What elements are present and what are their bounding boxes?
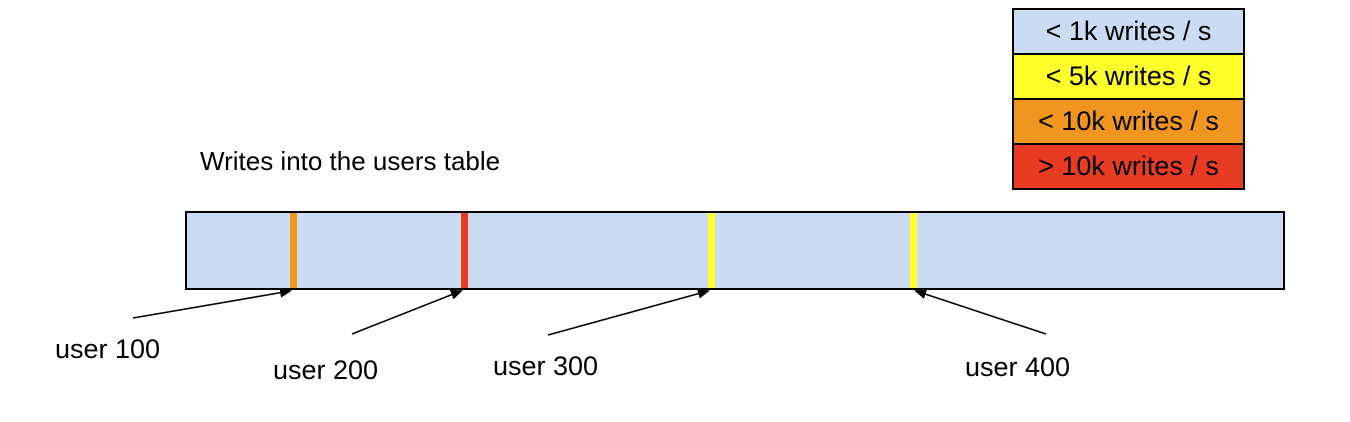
arrow-0 xyxy=(132,287,292,319)
arrow-2 xyxy=(547,288,710,336)
user-label-0: user 100 xyxy=(55,334,161,364)
user-label-2: user 300 xyxy=(493,351,599,381)
arrow-3 xyxy=(914,289,1047,335)
user-label-1: user 200 xyxy=(273,355,379,385)
legend-item-1: < 5k writes / s xyxy=(1012,53,1245,100)
diagram-title: Writes into the users table xyxy=(200,146,501,176)
hotspot-stripe-3 xyxy=(909,213,917,288)
legend: < 1k writes / s< 5k writes / s< 10k writ… xyxy=(1012,8,1245,190)
legend-item-0: < 1k writes / s xyxy=(1012,8,1245,55)
legend-item-2: < 10k writes / s xyxy=(1012,98,1245,145)
user-label-3: user 400 xyxy=(965,352,1071,382)
hotspot-stripe-1 xyxy=(460,213,468,288)
hotspot-stripe-0 xyxy=(289,213,297,288)
legend-item-3: > 10k writes / s xyxy=(1012,143,1245,190)
users-table-bar xyxy=(185,211,1285,290)
hotspot-stripe-2 xyxy=(707,213,715,288)
arrow-1 xyxy=(351,290,463,335)
